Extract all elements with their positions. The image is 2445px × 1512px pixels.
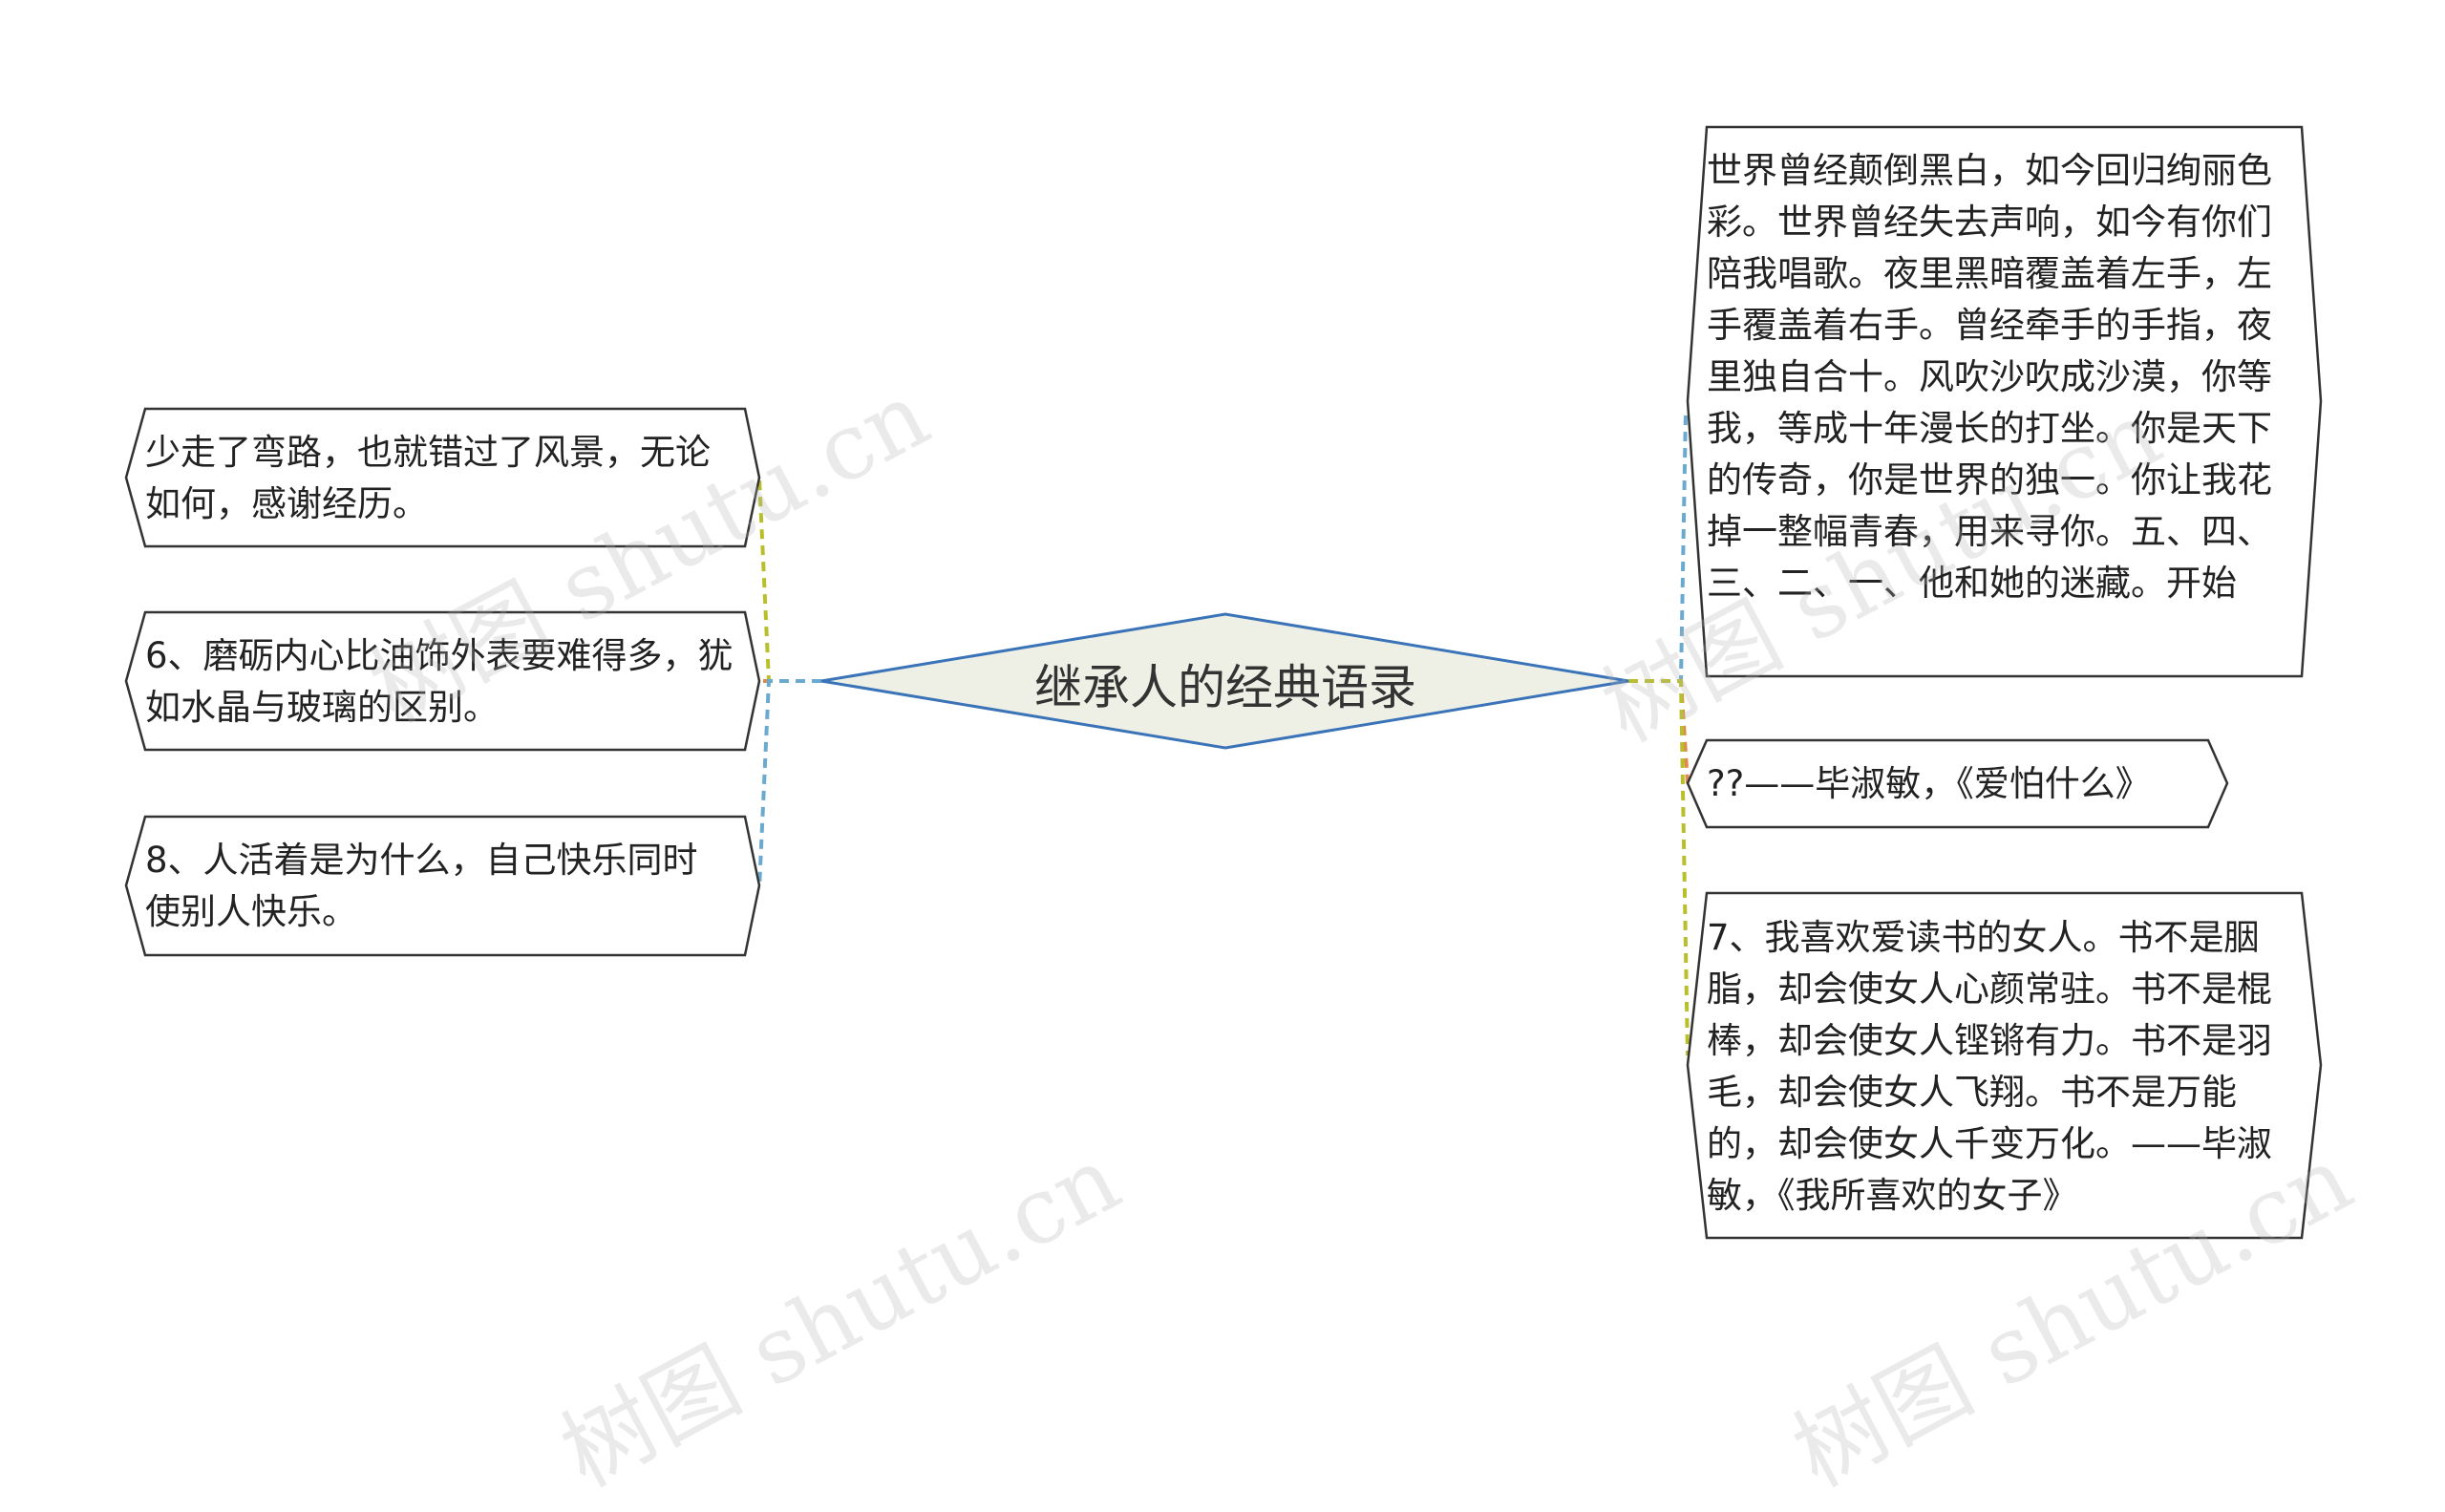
right-node-shape-1[interactable] — [1686, 125, 2323, 678]
right-node-text-3: 7、我喜欢爱读书的女人。书不是胭脂，却会使女人心颜常驻。书不是棍棒，却会使女人铿… — [1707, 917, 2272, 1216]
right-node-shape-2[interactable] — [1686, 738, 2229, 829]
left-node-text-1: 少走了弯路，也就错过了风景，无论如何，感谢经历。 — [145, 432, 711, 524]
mindmap-canvas — [124, 125, 2323, 1240]
connectors — [757, 410, 1690, 1056]
center-node-shape[interactable] — [820, 612, 1629, 750]
connector-left-1 — [757, 477, 821, 683]
connector-right-3 — [1628, 679, 1690, 1056]
left-node-shape-2[interactable] — [124, 610, 761, 752]
right-node-text-2: ??——毕淑敏，《爱怕什么》 — [1707, 763, 2151, 804]
connector-right-1 — [1628, 410, 1688, 683]
left-node-text-2: 6、磨砺内心比油饰外表要难得多，犹如水晶与玻璃的区别。 — [145, 635, 734, 728]
left-node-shape-1[interactable] — [124, 407, 761, 548]
connector-left-3 — [757, 679, 821, 889]
right-node-text-1: 世界曾经颠倒黑白，如今回归绚丽色彩。世界曾经失去声响，如今有你们陪我唱歌。夜里黑… — [1707, 150, 2272, 604]
left-node-text-3: 8、人活着是为什么，自己快乐同时使别人快乐。 — [145, 840, 698, 932]
left-node-shape-3[interactable] — [124, 815, 761, 957]
connector-right-2 — [1628, 679, 1690, 784]
right-node-shape-3[interactable] — [1686, 891, 2323, 1240]
center-node-label: 继承人的经典语录 — [1034, 660, 1416, 715]
